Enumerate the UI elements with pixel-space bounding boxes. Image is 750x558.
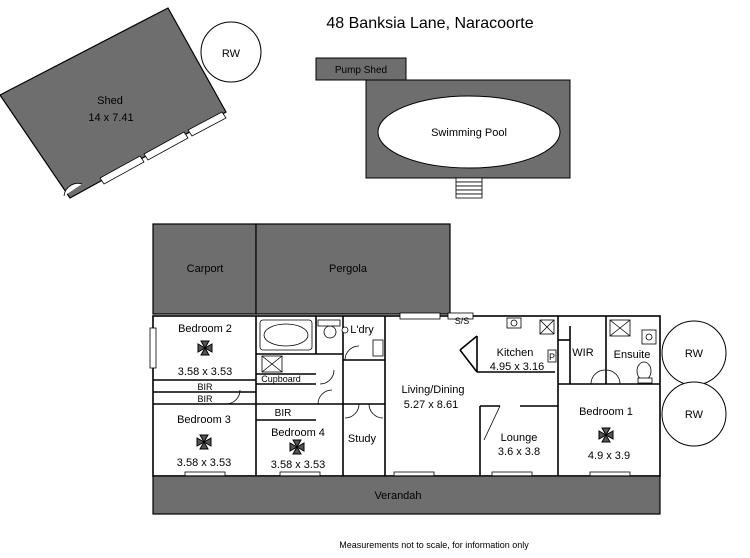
pantry-label: P — [549, 352, 555, 362]
wir-label: WIR — [572, 347, 593, 359]
laundry-label: L'dry — [350, 324, 374, 336]
windows — [149, 312, 631, 479]
plan-title: 48 Banksia Lane, Naracoorte — [326, 15, 533, 32]
shed-side-door — [63, 183, 83, 197]
pergola: Pergola — [255, 223, 451, 315]
shed-door — [99, 155, 145, 185]
bedroom1-name: Bedroom 1 — [579, 406, 633, 418]
ceiling-fan-icon — [196, 434, 212, 450]
ceiling-fan-icon — [598, 427, 614, 443]
shed-label: Shed — [97, 95, 123, 107]
ensuite-label: Ensuite — [614, 349, 651, 361]
shed-size: 14 x 7.41 — [88, 112, 133, 124]
cupboard-label: Cupboard — [261, 374, 301, 384]
bedroom4-size: 3.58 x 3.53 — [271, 459, 325, 471]
verandah: Verandah — [152, 475, 661, 515]
lounge-size: 3.6 x 3.8 — [498, 446, 540, 458]
kitchen-size: 4.95 x 3.16 — [490, 361, 544, 373]
ceiling-fans — [196, 340, 614, 455]
living-name: Living/Dining — [402, 384, 465, 396]
bedroom3-size: 3.58 x 3.53 — [177, 457, 231, 469]
footer-note: Measurements not to scale, for informati… — [339, 540, 529, 550]
bedroom2-name: Bedroom 2 — [178, 323, 232, 335]
ss-label: S/S — [455, 316, 470, 326]
pump-shed-label: Pump Shed — [335, 65, 387, 76]
bedroom3-name: Bedroom 3 — [177, 414, 231, 426]
rainwater-tank-top: RW — [200, 21, 262, 83]
lounge-name: Lounge — [501, 432, 538, 444]
swimming-pool-label: Swimming Pool — [431, 127, 507, 139]
shed-door — [187, 111, 227, 137]
bedroom1-size: 4.9 x 3.9 — [588, 450, 630, 462]
shed-door — [143, 131, 189, 161]
swimming-pool: Swimming Pool — [365, 79, 571, 199]
rw2-label: RW — [685, 409, 704, 421]
rainwater-tank-1: RW — [661, 320, 727, 386]
shed: Shed 14 x 7.41 — [0, 7, 227, 199]
pump-shed: Pump Shed — [315, 57, 407, 81]
pergola-label: Pergola — [329, 263, 368, 275]
carport-label: Carport — [187, 263, 224, 275]
door-swings — [225, 345, 621, 441]
bir-bed2: BIR — [197, 382, 213, 392]
verandah-label: Verandah — [374, 490, 421, 502]
ceiling-fan-icon — [197, 340, 213, 356]
house-walls — [152, 315, 661, 477]
bedroom4-name: Bedroom 4 — [271, 427, 325, 439]
study-label: Study — [348, 433, 377, 445]
living-size: 5.27 x 8.61 — [404, 399, 458, 411]
bath-fixtures — [259, 317, 657, 384]
rw1-label: RW — [685, 348, 704, 360]
kitchen-name: Kitchen — [497, 347, 534, 359]
carport: Carport — [152, 223, 257, 315]
bedroom2-size: 3.58 x 3.53 — [178, 366, 232, 378]
rw-top-label: RW — [222, 48, 241, 60]
rainwater-tank-2: RW — [661, 381, 727, 447]
ceiling-fan-icon — [289, 439, 305, 455]
bir-bed3: BIR — [197, 394, 213, 404]
pool-steps — [455, 177, 483, 199]
bir-bed4: BIR — [275, 408, 292, 419]
